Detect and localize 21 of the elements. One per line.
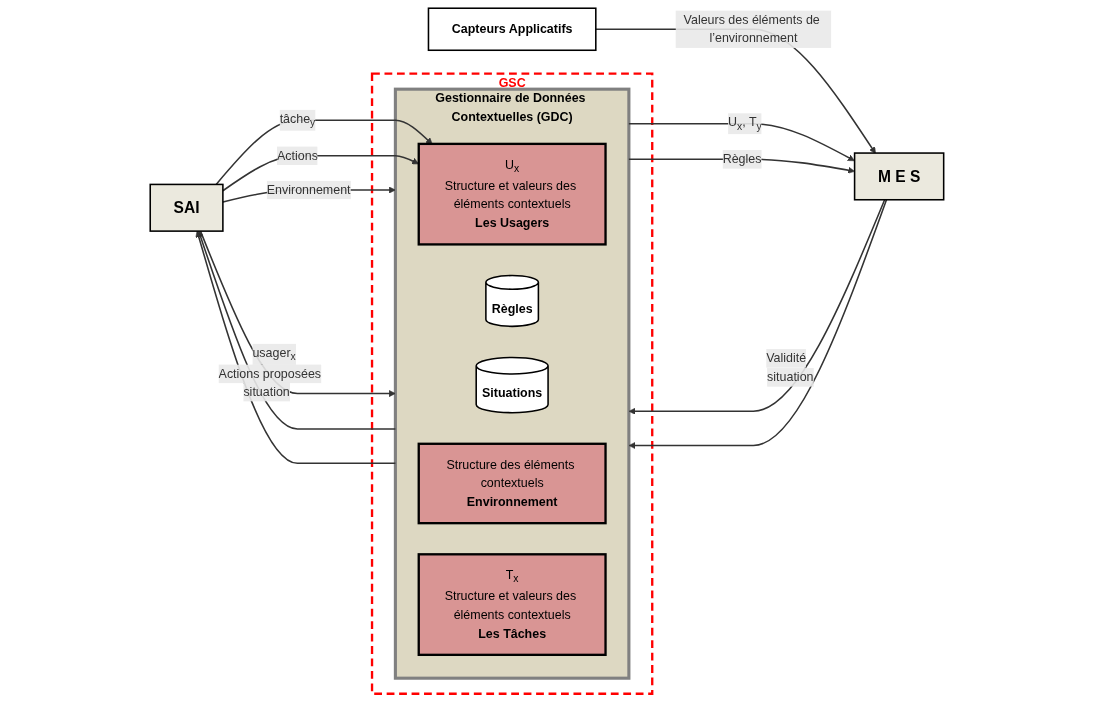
node-box: Capteurs Applicatifs — [427, 7, 597, 52]
edge-label: usager$_{x}$ — [252, 346, 296, 363]
node-box: T$_{x}$ Structure et valeurs des éléments contextuels Les Tâches — [417, 553, 607, 656]
edge-label: Actions — [277, 148, 318, 163]
arrow — [595, 28, 876, 154]
node-box: SAI — [149, 183, 224, 232]
node-box: U$_{x}$ Structure et valeurs des éléments contextuels Les Usagers — [417, 142, 607, 246]
arrow — [197, 230, 397, 430]
edge-label: Valeurs des éléments de l’environnement — [683, 12, 820, 45]
edge-label: Environnement — [266, 183, 351, 197]
edge-label: tâche$_{y}$ — [279, 112, 316, 129]
edge-label: situation — [767, 370, 814, 384]
node-box: M E S — [853, 152, 945, 201]
node-box: Structure des éléments contextuels Environnement — [417, 442, 607, 525]
edge-label: situation — [243, 385, 290, 399]
edge-label: Validité — [766, 351, 807, 365]
edge-label: Règles — [722, 152, 762, 166]
edge-label: U$_{x}$, T$_{y}$ — [728, 115, 762, 133]
arrow — [195, 230, 397, 465]
edge-label: Actions proposées — [218, 366, 322, 381]
arrow — [215, 119, 433, 186]
